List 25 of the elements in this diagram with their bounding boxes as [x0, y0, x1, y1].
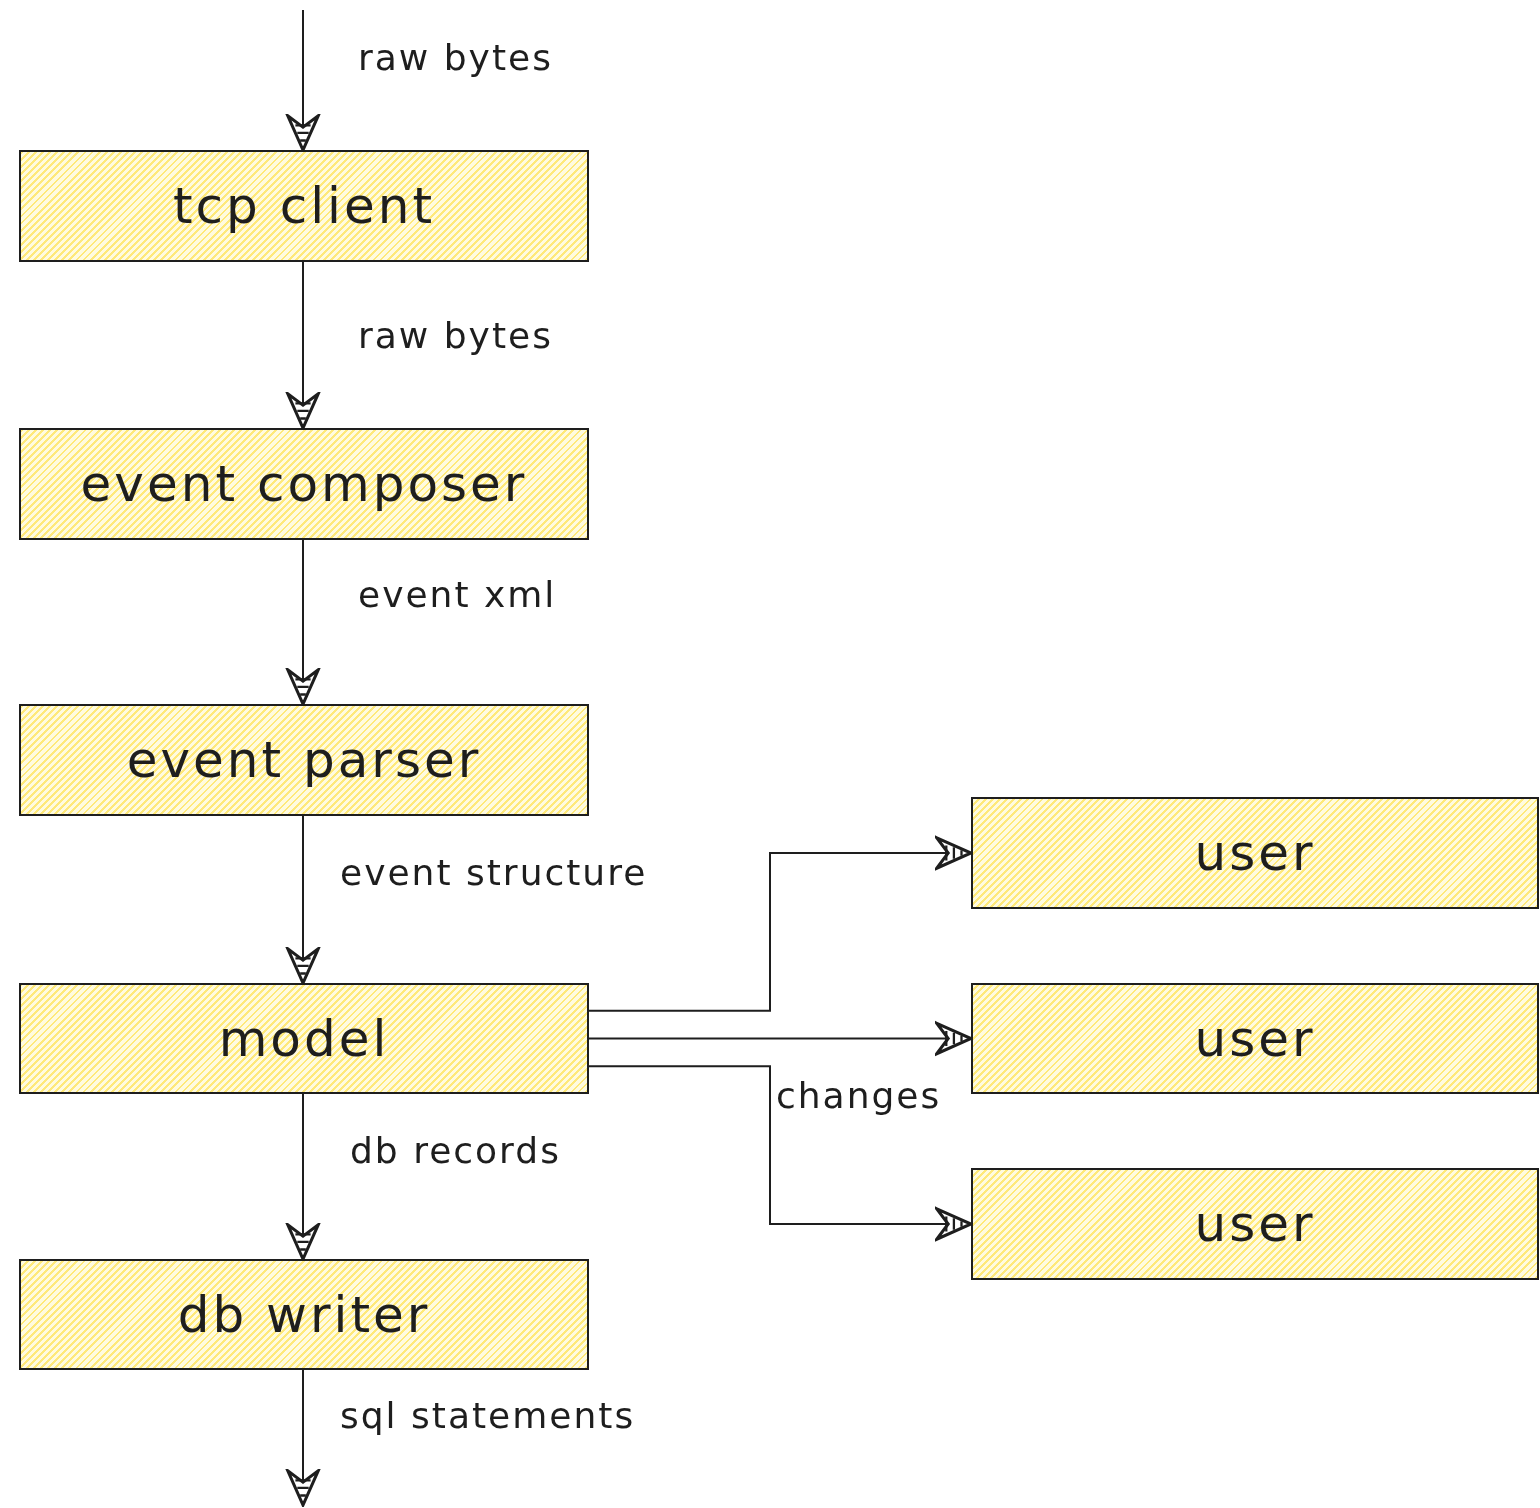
node-label: model: [218, 1009, 390, 1068]
process-box: [19, 983, 589, 1094]
arrow: [286, 1093, 320, 1261]
node-label: event composer: [80, 455, 528, 513]
arrow: [588, 836, 973, 1012]
node-label: user: [1194, 1195, 1316, 1253]
process-box: [971, 797, 1539, 909]
process-box: [971, 983, 1539, 1094]
node-label: tcp client: [172, 177, 436, 235]
process-box: [19, 428, 589, 540]
process-box: [19, 704, 589, 816]
node-label: user: [1194, 824, 1316, 882]
process-box: [19, 150, 589, 262]
arrow: [588, 1065, 973, 1241]
node-label: event parser: [126, 731, 482, 789]
arrow: [588, 1021, 973, 1056]
process-box: [971, 1168, 1539, 1280]
arrow: [286, 9, 320, 152]
arrow: [286, 539, 320, 706]
arrow: [286, 815, 320, 985]
arrow: [286, 1369, 320, 1507]
arrow: [286, 261, 320, 430]
process-box: [19, 1259, 589, 1370]
node-label: user: [1194, 1009, 1316, 1068]
node-label: db writer: [177, 1285, 431, 1344]
